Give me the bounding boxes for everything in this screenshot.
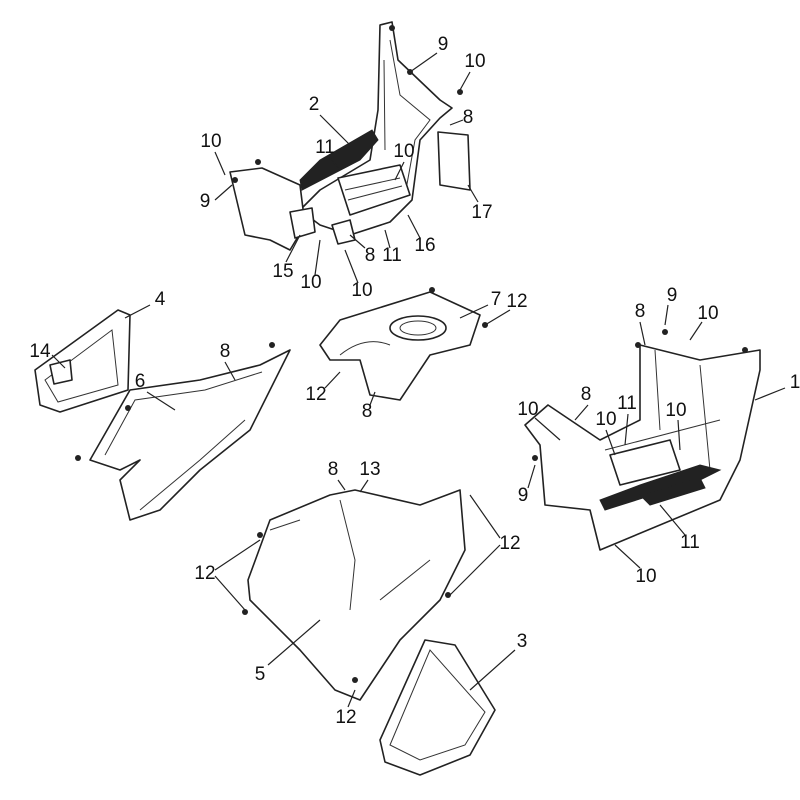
callout-7: 7 <box>491 289 502 310</box>
callout-8: 8 <box>635 301 646 322</box>
callout-16: 16 <box>414 235 435 256</box>
callout-11: 11 <box>382 245 402 266</box>
callout-17: 17 <box>471 202 492 223</box>
callout-10: 10 <box>300 272 321 293</box>
callout-8: 8 <box>328 459 339 480</box>
part-3-side-panel <box>379 639 496 776</box>
callout-8: 8 <box>463 107 474 128</box>
callout-10: 10 <box>697 303 718 324</box>
callout-10: 10 <box>517 399 538 420</box>
callout-10: 10 <box>595 409 616 430</box>
callout-12: 12 <box>305 384 326 405</box>
callout-1: 1 <box>790 372 800 393</box>
callout-12: 12 <box>194 563 215 584</box>
part-1-right-footwell <box>524 344 761 551</box>
callout-12: 12 <box>335 707 356 728</box>
callout-10: 10 <box>665 400 686 421</box>
callout-4: 4 <box>155 289 166 310</box>
callout-15: 15 <box>272 261 293 282</box>
callout-8: 8 <box>220 341 231 362</box>
callout-3: 3 <box>517 631 528 652</box>
leader-lines <box>51 52 786 708</box>
callout-10: 10 <box>351 280 372 301</box>
callout-13: 13 <box>359 459 380 480</box>
callout-10: 10 <box>200 131 221 152</box>
callout-2: 2 <box>309 94 320 115</box>
callout-9: 9 <box>200 191 211 212</box>
callout-9: 9 <box>518 485 529 506</box>
callout-12: 12 <box>499 533 520 554</box>
callout-11: 11 <box>617 393 637 414</box>
callout-8: 8 <box>365 245 376 266</box>
part-top-footwell-assembly <box>229 21 471 251</box>
fasteners <box>75 25 748 683</box>
part-6-frame-cover <box>89 349 291 521</box>
part-7-center-cover <box>319 291 481 401</box>
callout-11: 11 <box>680 532 700 553</box>
callout-8: 8 <box>362 401 373 422</box>
callout-11: 11 <box>315 137 335 158</box>
part-5-side-panel <box>247 489 466 701</box>
callout-14: 14 <box>29 341 51 362</box>
callout-9: 9 <box>438 34 449 55</box>
callout-6: 6 <box>135 371 146 392</box>
part-4-14-side-panel <box>34 309 131 413</box>
callout-10: 10 <box>464 51 485 72</box>
callout-10: 10 <box>635 566 656 587</box>
callout-9: 9 <box>667 285 678 306</box>
callout-12: 12 <box>506 291 527 312</box>
callout-10: 10 <box>393 141 414 162</box>
callout-8: 8 <box>581 384 592 405</box>
callout-5: 5 <box>255 664 266 685</box>
